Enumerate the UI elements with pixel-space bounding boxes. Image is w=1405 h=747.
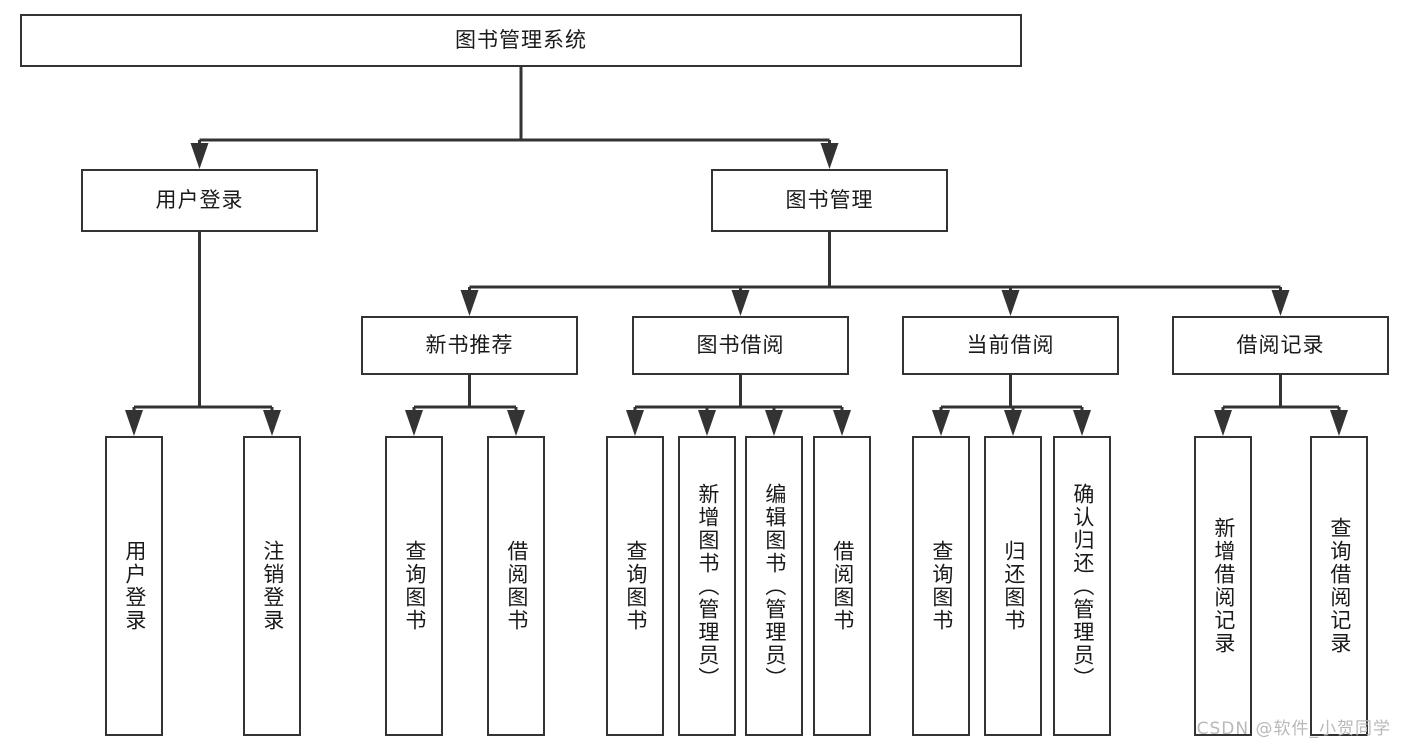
node-leaf-borrow-lend[interactable]: 借阅图书 [813,436,871,736]
node-leaf-borrow-query[interactable]: 查询图书 [606,436,664,736]
node-label: 用户登录 [155,187,244,212]
arrowhead-records [1271,290,1290,316]
node-leaf-new-query[interactable]: 查询图书 [385,436,443,736]
arrowhead-leaf-borrow-edit [765,410,783,436]
arrowhead-leaf-cur-return [1004,410,1022,436]
node-leaf-rec-add[interactable]: 新增借阅记录 [1194,436,1252,736]
node-leaf-user-login[interactable]: 用户登录 [105,436,163,736]
node-label: 借阅图书 [504,540,529,632]
node-label: 新书推荐 [425,332,514,357]
arrowhead-leaf-user-login [125,410,143,436]
node-label: 借阅图书 [830,540,855,632]
node-label: 图书借阅 [696,332,785,357]
node-login[interactable]: 用户登录 [81,169,318,232]
node-label: 当前借阅 [966,332,1055,357]
arrowhead-leaf-borrow-lend [833,410,851,436]
node-label: 查询图书 [402,540,427,632]
node-records[interactable]: 借阅记录 [1172,316,1389,375]
node-leaf-rec-query[interactable]: 查询借阅记录 [1310,436,1368,736]
node-leaf-borrow-edit[interactable]: 编辑图书（管理员） [745,436,803,736]
node-newbook[interactable]: 新书推荐 [361,316,578,375]
arrowhead-leaf-new-query [405,410,423,436]
node-label: 新增借阅记录 [1211,517,1236,655]
arrowhead-leaf-cur-confirm [1073,410,1091,436]
node-label: 归还图书 [1001,540,1026,632]
node-label: 编辑图书（管理员） [762,482,787,690]
watermark-label: CSDN @软件_小贺同学 [1196,719,1391,739]
arrowhead-current [1001,290,1020,316]
node-label: 借阅记录 [1236,332,1325,357]
arrowhead-leaf-user-logout [263,410,281,436]
node-label: 图书管理系统 [455,27,587,52]
node-label: 查询借阅记录 [1327,517,1352,655]
node-leaf-new-borrow[interactable]: 借阅图书 [487,436,545,736]
node-bookmgmt[interactable]: 图书管理 [711,169,948,232]
node-label: 新增图书（管理员） [695,482,720,690]
arrowhead-leaf-rec-add [1214,410,1232,436]
arrowhead-leaf-borrow-query [626,410,644,436]
node-label: 图书管理 [785,187,874,212]
arrowhead-bookmgmt [820,143,839,169]
node-label: 用户登录 [122,540,147,632]
node-leaf-borrow-add[interactable]: 新增图书（管理员） [678,436,736,736]
arrowhead-login [190,143,209,169]
node-borrow[interactable]: 图书借阅 [632,316,849,375]
node-leaf-cur-confirm[interactable]: 确认归还（管理员） [1053,436,1111,736]
node-label: 查询图书 [929,540,954,632]
node-label: 确认归还（管理员） [1070,482,1095,690]
arrowhead-leaf-rec-query [1330,410,1348,436]
arrowhead-leaf-new-borrow [507,410,525,436]
node-leaf-user-logout[interactable]: 注销登录 [243,436,301,736]
node-leaf-cur-return[interactable]: 归还图书 [984,436,1042,736]
arrowhead-leaf-borrow-add [698,410,716,436]
node-label: 注销登录 [260,540,285,632]
arrowhead-newbook [460,290,479,316]
node-leaf-cur-query[interactable]: 查询图书 [912,436,970,736]
node-label: 查询图书 [623,540,648,632]
arrowhead-leaf-cur-query [932,410,950,436]
node-current[interactable]: 当前借阅 [902,316,1119,375]
node-root[interactable]: 图书管理系统 [20,14,1022,67]
arrowhead-borrow [731,290,750,316]
